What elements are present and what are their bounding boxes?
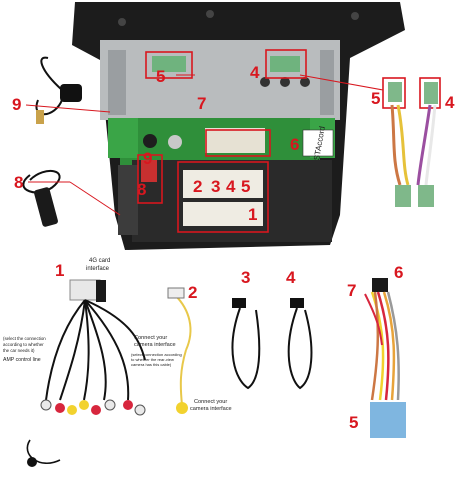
- label-select-2: according to whether: [3, 342, 44, 347]
- label-4g-card-1: 4G card: [89, 258, 110, 264]
- callout-3-bottom: 3: [241, 268, 250, 287]
- callout-3: 3: [211, 177, 220, 196]
- label-select-3: the car needs it): [3, 348, 35, 353]
- label-select-1: (select the connection: [3, 336, 46, 341]
- main-harness: [26, 279, 146, 467]
- callout-4: 4: [226, 177, 236, 196]
- label-camera-note-3: camera has this cable): [131, 362, 172, 367]
- radio-antenna: [22, 169, 61, 227]
- label-camera-bottom-1: Connect your: [194, 399, 227, 405]
- callout-5-bottom: 5: [349, 413, 358, 432]
- callout-5: 5: [241, 177, 250, 196]
- callout-2-bottom: 2: [188, 283, 197, 302]
- camera-cable: [167, 287, 192, 414]
- top-callouts: 5 4 7 6 9 8 2 3 4 5 1 5 4 9 8: [12, 63, 455, 224]
- chassis-callout-boxes: [137, 49, 441, 233]
- bottom-callouts: 1 2 3 4 6 7 5: [55, 261, 403, 432]
- label-camera-top-1: Connect your: [134, 335, 167, 341]
- connector-2-5: [183, 170, 263, 198]
- callout-4-top: 4: [250, 63, 260, 82]
- metal-bracket: [100, 40, 340, 120]
- callout-2: 2: [193, 177, 202, 196]
- connector-5-top: [152, 56, 186, 72]
- callout-8-chassis: 8: [137, 180, 146, 199]
- callout-7-bottom: 7: [347, 281, 356, 300]
- caption-labels: 4G card interface (select the connection…: [3, 258, 232, 412]
- callout-1: 1: [248, 205, 257, 224]
- loop-cable-3: [231, 298, 261, 390]
- label-camera-top-2: camera interface: [134, 342, 176, 348]
- callout-4-bottom: 4: [286, 268, 296, 287]
- head-unit-chassis: STAccord: [72, 2, 405, 250]
- callout-9-chassis: 9: [143, 149, 152, 168]
- red-plug: [141, 160, 157, 182]
- callout-7: 7: [197, 94, 206, 113]
- callout-6-bottom: 6: [394, 263, 403, 282]
- label-amp: AMP control line: [3, 357, 41, 363]
- callout-5-harness: 5: [371, 89, 380, 108]
- callout-8: 8: [14, 173, 23, 192]
- connector-6: [205, 128, 265, 153]
- connector-1: [183, 202, 263, 226]
- model-sticker: [302, 129, 334, 157]
- connector-4-top: [270, 56, 300, 72]
- callout-5-top: 5: [156, 67, 165, 86]
- loop-cable-4: [287, 298, 313, 390]
- callout-6: 6: [290, 135, 299, 154]
- callout-1-bottom: 1: [55, 261, 64, 280]
- callout-4-harness: 4: [445, 93, 455, 112]
- side-harness: [388, 82, 438, 207]
- callout-9: 9: [12, 95, 21, 114]
- label-camera-note-1: (select connection according: [131, 352, 182, 357]
- power-harness: [364, 278, 406, 438]
- label-camera-bottom-2: camera interface: [190, 406, 232, 412]
- leader-lines: [25, 74, 384, 216]
- gps-antenna: [35, 56, 82, 124]
- label-camera-note-2: to whether the rear-view: [131, 357, 174, 362]
- label-4g-card-2: interface: [86, 266, 110, 272]
- blue-connector: [370, 402, 406, 438]
